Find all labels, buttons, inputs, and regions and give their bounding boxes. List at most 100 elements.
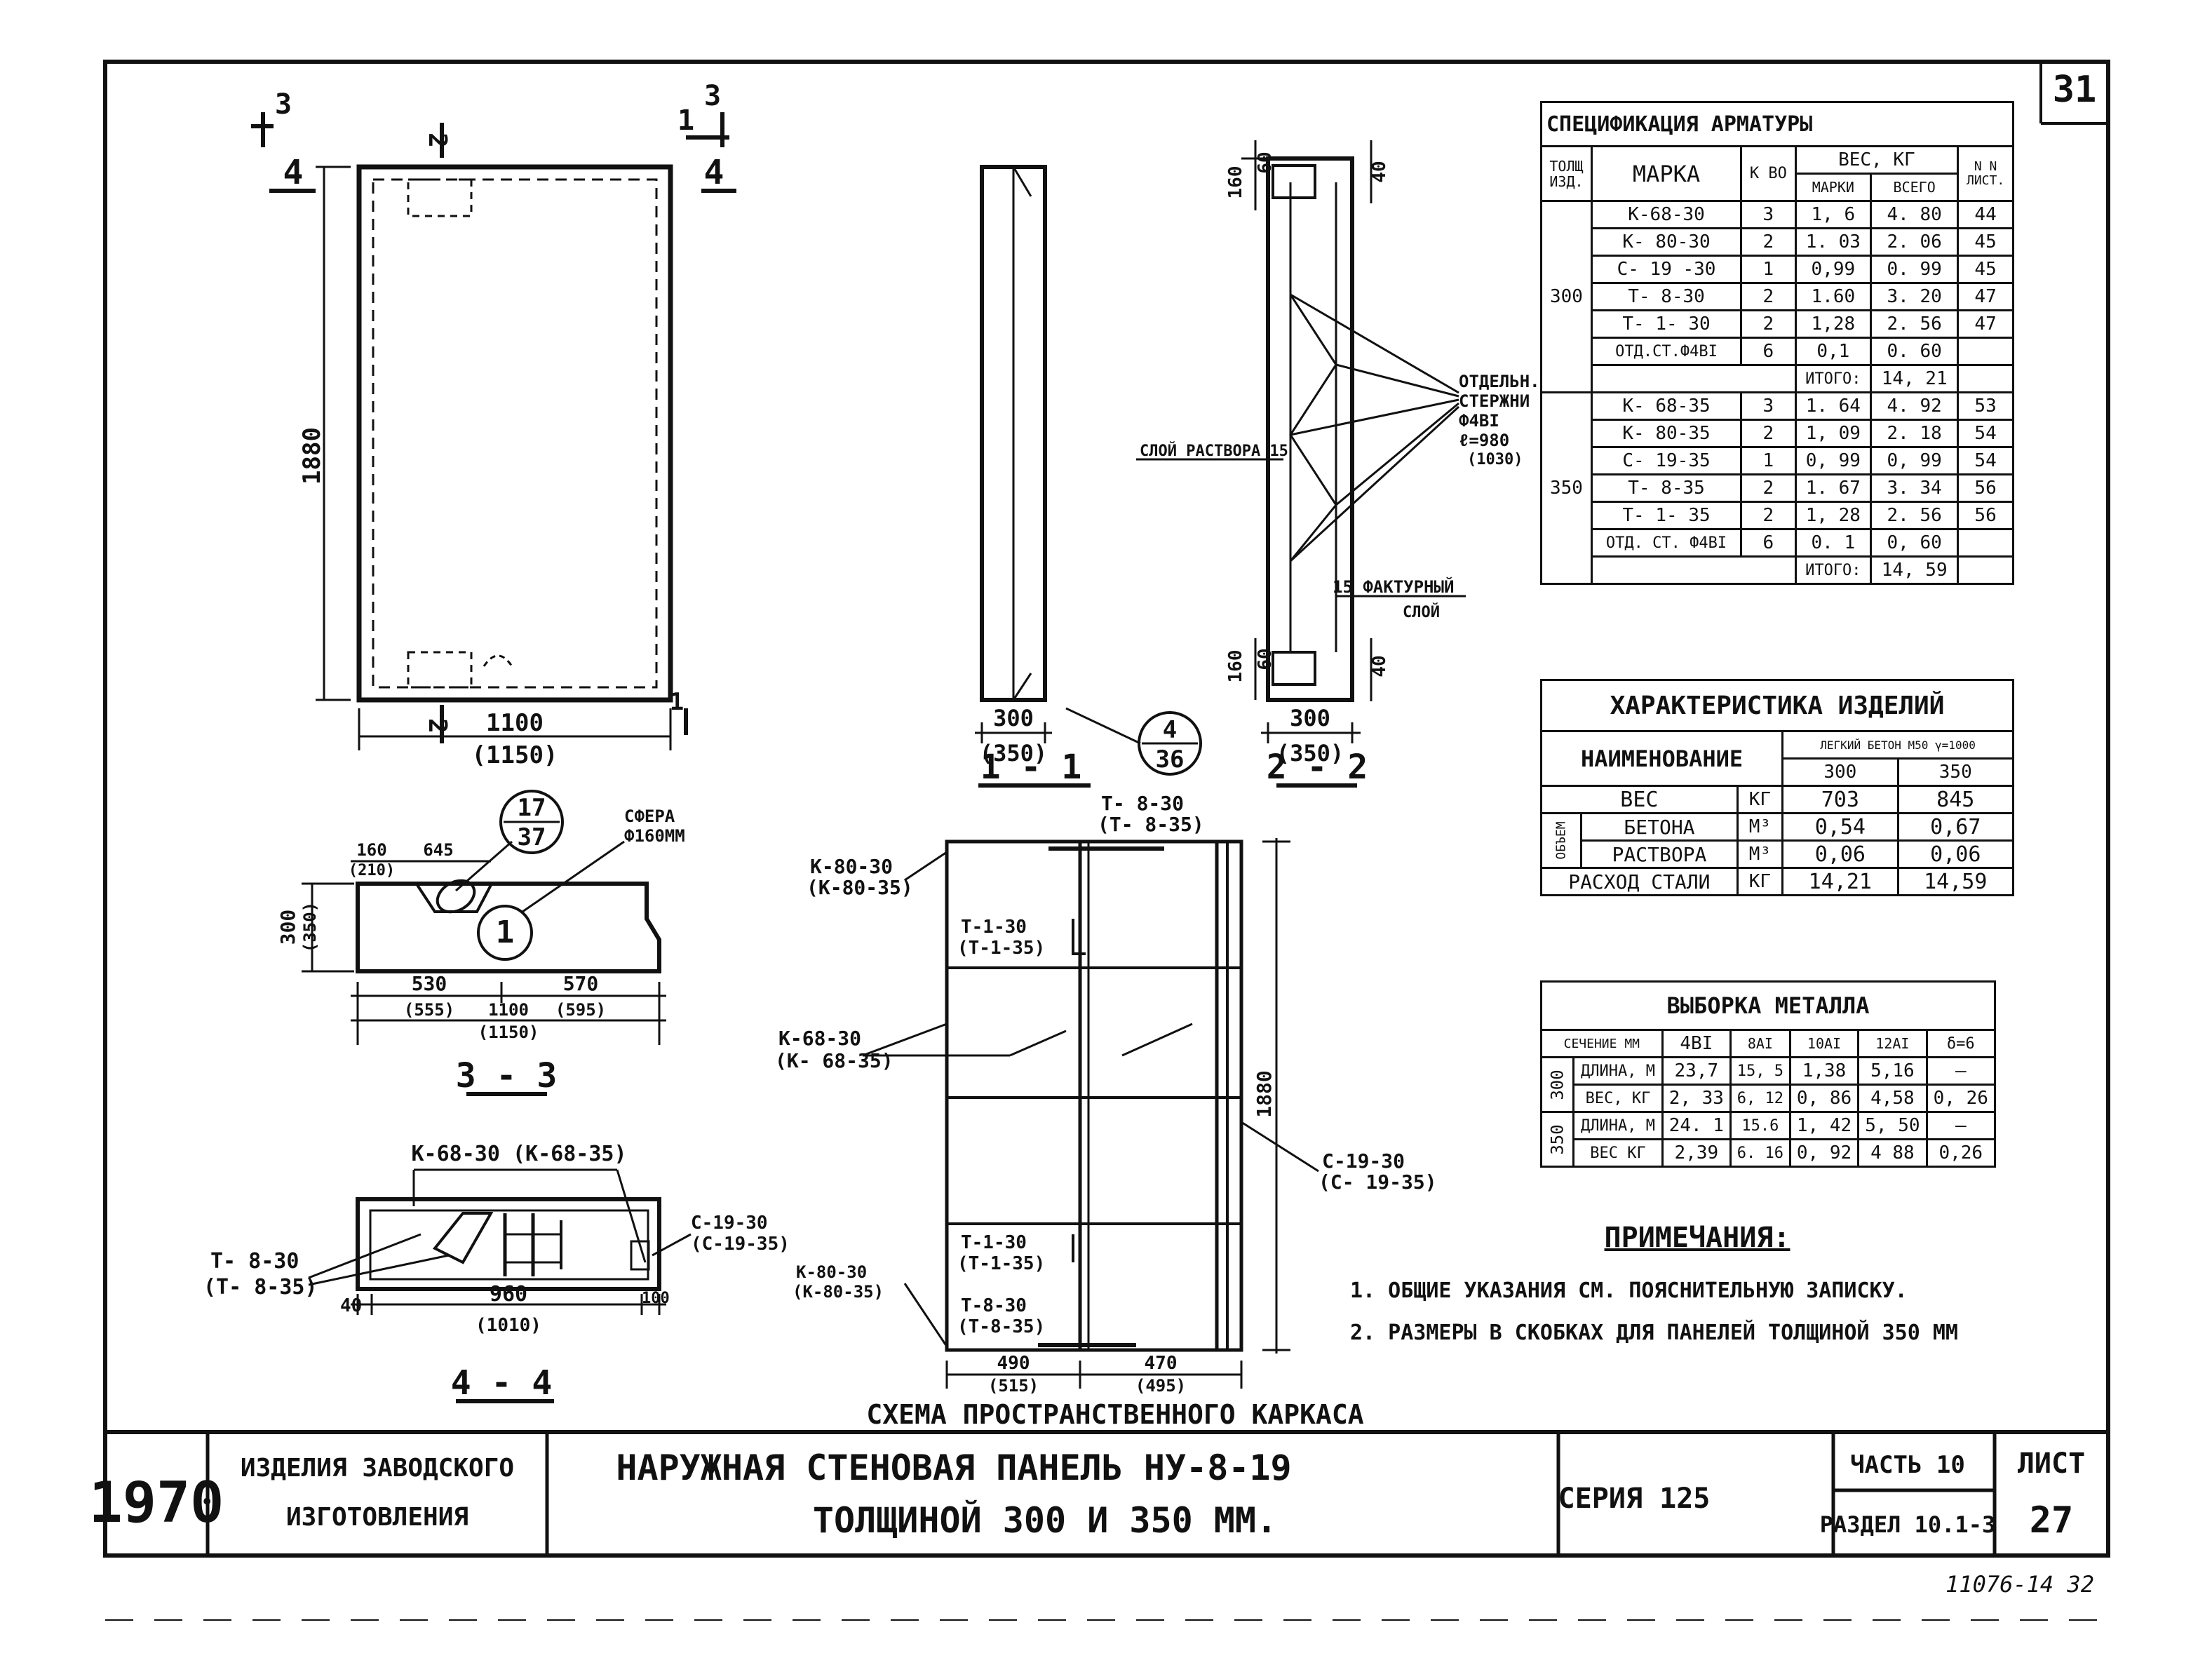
front-dim-width: 1100: [486, 709, 544, 737]
section-1-1-dim: 300: [993, 705, 1034, 731]
section-4-4-title: 4 - 4: [451, 1363, 553, 1403]
spec-each: 1.60: [1794, 282, 1873, 311]
section-3-3-labels: 160 (210) 645 300 (350) 530 (555) 570 (5…: [276, 794, 685, 1095]
char-row-v350: 14,59: [1896, 867, 2015, 896]
metal-header: СЕЧЕНИЕ ММ: [1540, 1029, 1664, 1058]
note-1: 1. ОБЩИЕ УКАЗАНИЯ СМ. ПОЯСНИТЕЛЬНУЮ ЗАПИ…: [1350, 1278, 1908, 1303]
section-mark-2-top: 2: [423, 133, 452, 148]
char-col-300: 300: [1781, 757, 1899, 787]
char-material-header: ЛЕГКИЙ БЕТОН М50 γ=1000: [1781, 730, 2014, 760]
sheet-number: 31: [2053, 69, 2097, 111]
metal-header: 4ВI: [1661, 1029, 1732, 1058]
dim-595: (595): [555, 1000, 606, 1020]
spec-sheet: 45: [1957, 227, 2014, 257]
notes: ПРИМЕЧАНИЯ: 1. ОБЩИЕ УКАЗАНИЯ СМ. ПОЯСНИ…: [1350, 1222, 1958, 1345]
spec-mark: Т- 1- 35: [1590, 501, 1743, 530]
section-mark-3-left: 3: [275, 88, 292, 121]
section-mark-4-left: 4: [283, 153, 304, 192]
title-block-lines: [205, 1432, 1997, 1556]
sheet-value: 27: [2030, 1499, 2074, 1541]
spec-each: 1, 09: [1794, 419, 1873, 448]
spec-thickness-350: 350: [1540, 391, 1593, 585]
section-4-4-right-label-2: (С-19-35): [691, 1234, 790, 1255]
spec-sheet: 47: [1957, 309, 2014, 339]
metal-cell: 23,7: [1661, 1056, 1732, 1086]
spec-total: 0. 99: [1870, 255, 1960, 284]
char-row-name: ВЕС: [1540, 785, 1739, 814]
metal-header: 12AI: [1857, 1029, 1928, 1058]
cage-t830-top-2: (Т- 8-35): [1098, 813, 1204, 836]
cage-t130-top-1: Т-1-30: [961, 917, 1027, 938]
sphere-label-1: СФЕРА: [624, 807, 675, 826]
spec-total: 0, 60: [1870, 528, 1960, 558]
spec-each: 0, 99: [1794, 446, 1873, 475]
spec-total: 3. 34: [1870, 473, 1960, 503]
spec-qty: 2: [1740, 309, 1797, 339]
front-view-labels: 1880 1100 (1150) 3 4 1 3 4 2 2 1: [275, 80, 724, 769]
cage-title: СХЕМА ПРОСТРАНСТВЕННОГО КАРКАСА: [866, 1399, 1363, 1430]
spec-mark: Т- 8-35: [1590, 473, 1743, 503]
mortar-layer-label: СЛОЙ РАСТВОРА 15: [1140, 442, 1288, 460]
title-block-text: 1970 ИЗДЕЛИЯ ЗАВОДСКОГО ИЗГОТОВЛЕНИЯ НАР…: [89, 1448, 2085, 1541]
char-table-title: ХАРАКТЕРИСТИКА ИЗДЕЛИЙ: [1540, 679, 2014, 732]
spec-each: 0,99: [1794, 255, 1873, 284]
dim-210: (210): [349, 862, 395, 879]
spec-header-weight: ВЕС, КГ: [1794, 145, 1960, 175]
spec-qty: 2: [1740, 501, 1797, 530]
metal-cell: 4,58: [1857, 1084, 1928, 1113]
note-2: 2. РАЗМЕРЫ В СКОБКАХ ДЛЯ ПАНЕЛЕЙ ТОЛЩИНО…: [1350, 1320, 1958, 1345]
section-ref: РАЗДЕЛ 10.1-3: [1820, 1511, 1995, 1538]
year: 1970: [89, 1470, 224, 1535]
dim-570: 570: [563, 972, 599, 995]
cage-dim-495: (495): [1135, 1376, 1186, 1396]
cage-t830-bot-2: (Т-8-35): [957, 1316, 1045, 1337]
spec-total-label: ИТОГО:: [1794, 555, 1873, 585]
spec-mark: К- 68-35: [1590, 391, 1743, 421]
metal-row-label: ВЕС, КГ: [1572, 1084, 1664, 1113]
char-row-v300: 703: [1781, 785, 1899, 814]
rods-label-1: ОТДЕЛЬН.: [1459, 372, 1540, 391]
dim-100: 100: [642, 1290, 670, 1307]
spec-each: 1, 6: [1794, 200, 1873, 229]
dim-total-alt: (1150): [478, 1023, 539, 1042]
section-4-4-left-label-2: (Т- 8-35): [203, 1275, 318, 1300]
spec-total: 4. 92: [1870, 391, 1960, 421]
spec-qty: 3: [1740, 391, 1797, 421]
section-3-3: [302, 790, 666, 1096]
char-col-350: 350: [1896, 757, 2015, 787]
spec-mark: К- 80-35: [1590, 419, 1743, 448]
spec-total: 2. 56: [1870, 501, 1960, 530]
section-1-1-title: 1 - 1: [980, 748, 1082, 787]
metal-group-350: 350: [1547, 1123, 1567, 1155]
spec-sheet: 56: [1957, 501, 2014, 530]
section-2-2: [1136, 140, 1466, 788]
char-row-v350: 0,06: [1896, 839, 2015, 869]
metal-cell: 0, 86: [1788, 1084, 1860, 1113]
section-4-4-right-label-1: С-19-30: [691, 1213, 768, 1234]
spec-header-sheet-2: ЛИСТ.: [1966, 173, 2005, 188]
char-row-name: БЕТОНА: [1580, 812, 1739, 842]
metal-row-label: ДЛИНА, М: [1572, 1111, 1664, 1140]
spec-mark: ОТД.СТ.Ф4ВI: [1590, 337, 1743, 366]
cage-diagram: [862, 838, 1319, 1389]
metal-group: 350: [1539, 1111, 1575, 1168]
spec-blank: [1957, 555, 2014, 585]
metal-cell: 0,26: [1925, 1138, 1997, 1168]
metal-cell: —: [1925, 1111, 1997, 1140]
char-row-v350: 0,67: [1896, 812, 2015, 842]
metal-header: δ=6: [1925, 1029, 1997, 1058]
cage-k68-1: К-68-30: [778, 1027, 861, 1050]
spec-blank: [1957, 364, 2014, 393]
part: ЧАСТЬ 10: [1850, 1451, 1965, 1479]
metal-cell: 2,39: [1661, 1138, 1732, 1168]
section-2-2-dim-bottom-b: 60: [1255, 648, 1276, 670]
spec-table-title: СПЕЦИФИКАЦИЯ АРМАТУРЫ: [1540, 101, 2014, 147]
spec-total-value: 14, 59: [1870, 555, 1960, 585]
spec-qty: 2: [1740, 419, 1797, 448]
cage-c19-2: (С- 19-35): [1319, 1170, 1437, 1194]
section-1-1-callout-top: 4: [1163, 716, 1177, 744]
